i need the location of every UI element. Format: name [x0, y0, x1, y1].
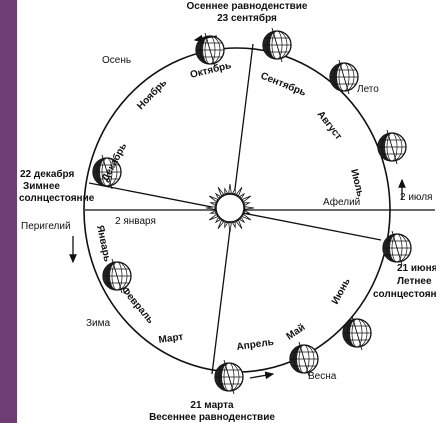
- sun-ray: [228, 183, 232, 194]
- earth-globe-icon: [195, 32, 225, 68]
- earth-globe-icon: [377, 129, 407, 165]
- earth-globe-icon: [262, 27, 292, 63]
- sun-ray: [235, 186, 243, 197]
- direction-arrow-top: [193, 34, 218, 43]
- sun-ray: [235, 219, 243, 230]
- january-2-label: 2 января: [115, 216, 156, 227]
- summer-season-label: Лето: [357, 84, 379, 95]
- month-march: Март: [158, 332, 184, 346]
- earth-globe-icon: [92, 154, 122, 190]
- sun-ray: [205, 206, 216, 210]
- autumn-season-label: Осень: [102, 55, 131, 66]
- sun-ray: [224, 187, 229, 195]
- spring-equinox-label: Весеннее равноденствие: [149, 412, 275, 423]
- winter-solstice-date: 22 декабря: [20, 168, 75, 180]
- summer-solstice-date: 21 июня: [397, 263, 436, 274]
- sun-ray: [238, 216, 246, 224]
- month-july: Июль: [348, 168, 365, 198]
- sun-ray: [208, 195, 219, 203]
- earth-positions: [92, 27, 412, 395]
- autumn-equinox-label: Осеннее равноденствие: [187, 1, 308, 12]
- sun-ray: [241, 213, 252, 221]
- direction-arrow-bottom: [249, 371, 275, 380]
- earth-globe-icon: [289, 341, 319, 377]
- sun-ray: [217, 186, 225, 197]
- sun-ray: [231, 221, 236, 229]
- sun-ray: [224, 221, 229, 229]
- aphelion-label: Афелий: [323, 196, 360, 208]
- spring-equinox-date: 21 марта: [190, 400, 234, 411]
- spring-season-label: Весна: [308, 371, 337, 382]
- month-june: Июнь: [330, 277, 353, 307]
- sun-ray: [243, 202, 251, 207]
- earth-globe-icon: [214, 359, 244, 395]
- sun-ray: [231, 187, 236, 195]
- month-august: Август: [315, 109, 344, 142]
- summer-solstice-label-2: солнцестояние: [373, 289, 436, 300]
- sun-ray: [241, 195, 252, 203]
- earth-globe-icon: [342, 315, 372, 351]
- sun-ray: [209, 209, 217, 214]
- winter-solstice-label-2: солнцестояние: [19, 193, 95, 204]
- sun-ray: [217, 219, 225, 230]
- earth-globe-icon: [329, 59, 359, 95]
- earth-orbit-diagram: Осеннее равноденствие 23 сентября Осень …: [17, 0, 436, 423]
- sun-ray: [209, 202, 217, 207]
- summer-solstice-label-1: Летнее: [397, 276, 432, 287]
- month-september: Сентябрь: [259, 70, 308, 99]
- month-april: Апрель: [236, 337, 275, 353]
- sun-ray: [214, 216, 222, 224]
- sun-ray: [214, 192, 222, 200]
- sun-ray: [238, 192, 246, 200]
- sun-ray: [244, 206, 255, 210]
- winter-solstice-label-1: Зимнее: [23, 181, 60, 192]
- month-january: Январь: [94, 224, 112, 263]
- earth-globe-icon: [102, 258, 132, 294]
- sun-ray: [228, 222, 232, 233]
- month-november: Ноябрь: [135, 77, 170, 112]
- sun-ray: [208, 213, 219, 221]
- month-may: Май: [285, 322, 308, 342]
- july-2-label: 2 июля: [400, 192, 432, 203]
- sun-ray: [243, 209, 251, 214]
- autumn-equinox-date: 23 сентября: [217, 12, 277, 24]
- winter-season-label: Зима: [86, 318, 111, 329]
- sun-icon: [205, 183, 255, 233]
- perihelion-label: Перигелий: [21, 221, 71, 232]
- orbit-svg: Осеннее равноденствие 23 сентября Осень …: [19, 1, 436, 423]
- earth-globe-icon: [382, 230, 412, 266]
